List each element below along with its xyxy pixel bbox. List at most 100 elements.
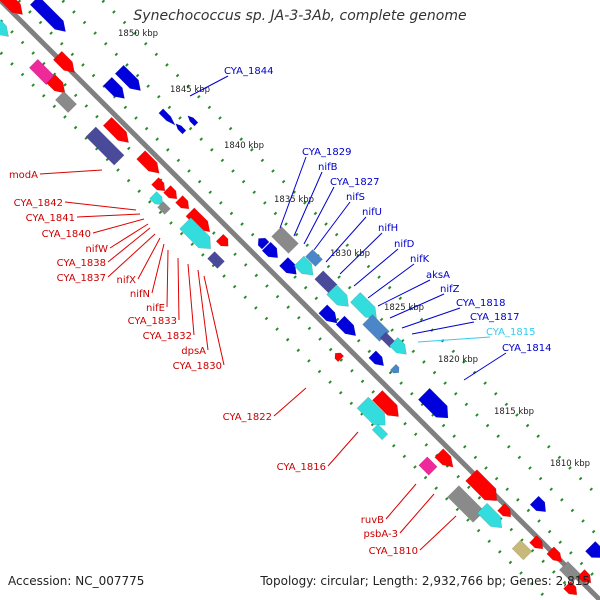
leader-line-nifh	[339, 232, 383, 275]
leader-line-cya-1815	[417, 336, 491, 343]
gene-feature-32	[335, 315, 357, 337]
leader-line-aksa	[377, 279, 431, 307]
gene-feature-22	[207, 251, 225, 269]
leader-line-cya-1838	[107, 227, 151, 263]
gene-feature-43	[371, 423, 389, 441]
kbp-tick-label-1830-kbp: 1830 kbp	[330, 249, 370, 259]
gene-label-dpsa: dpsA	[181, 346, 206, 357]
gene-feature-34	[362, 314, 390, 342]
leader-line-nifu	[325, 216, 367, 263]
gene-label-psba-3: psbA-3	[364, 529, 399, 540]
gene-feature-20	[179, 217, 212, 250]
gene-feature-15	[163, 185, 178, 200]
gene-feature-48	[476, 502, 503, 529]
gene-feature-41	[356, 396, 386, 426]
gene-feature-29	[314, 270, 338, 294]
leader-line-cya-1817	[411, 321, 475, 335]
gene-label-cya-1842: CYA_1842	[14, 198, 63, 209]
gene-feature-36	[388, 336, 407, 355]
gene-label-cya-1814: CYA_1814	[502, 343, 551, 354]
gene-label-nifn: nifN	[130, 289, 150, 300]
gene-label-cya-1822: CYA_1822	[223, 412, 272, 423]
leader-line-psba-3	[399, 493, 435, 534]
gene-feature-31	[318, 304, 338, 324]
kbp-tick-label-1850-kbp: 1850 kbp	[118, 29, 158, 39]
gene-feature-17	[149, 191, 164, 206]
gene-feature-25	[261, 241, 279, 259]
track-guide-line	[15, 0, 600, 585]
gene-label-cya-1829: CYA_1829	[302, 147, 351, 158]
gene-feature-1	[29, 0, 66, 32]
gene-feature-30	[326, 284, 349, 307]
gene-label-nifz: nifZ	[440, 284, 460, 295]
leader-line-cya-1814	[463, 352, 507, 381]
gene-label-cya-1837: CYA_1837	[57, 273, 106, 284]
gene-label-cya-1816: CYA_1816	[277, 462, 326, 473]
gene-label-ruvb: ruvB	[361, 515, 384, 526]
gene-label-cya-1830: CYA_1830	[173, 361, 222, 372]
leader-line-nifx	[137, 237, 161, 280]
gene-label-nifx: nifX	[117, 275, 137, 286]
gene-feature-13	[136, 150, 160, 174]
leader-line-nifz	[389, 293, 445, 319]
leader-line-cya-1830	[203, 275, 225, 366]
leader-line-cya-1818	[401, 307, 461, 329]
kbp-tick-label-1835-kbp: 1835 kbp	[274, 195, 314, 205]
gene-label-cya-1817: CYA_1817	[470, 312, 519, 323]
gene-label-cya-1818: CYA_1818	[456, 298, 505, 309]
gene-feature-38	[389, 363, 400, 374]
gene-feature-55	[577, 569, 592, 584]
gene-feature-11	[85, 126, 125, 166]
leader-line-nifw	[109, 223, 149, 249]
gene-feature-5	[52, 50, 75, 73]
leader-line-cya-1840	[92, 218, 145, 234]
leader-line-cya-1832	[187, 263, 195, 336]
leader-line-cya-1827	[303, 186, 335, 245]
leader-line-nifd	[353, 248, 399, 287]
gene-feature-12	[102, 116, 129, 143]
leader-line-cya-1842	[64, 201, 137, 211]
gene-feature-40	[371, 389, 399, 417]
gene-feature-49	[497, 503, 512, 518]
gene-feature-50	[529, 495, 547, 513]
leader-line-cya-1841	[76, 213, 141, 218]
kbp-tick-label-1845-kbp: 1845 kbp	[170, 85, 210, 95]
gene-label-nife: nifE	[146, 303, 165, 314]
gene-label-cya-1832: CYA_1832	[143, 331, 192, 342]
gene-feature-9	[102, 76, 125, 99]
gene-label-cya-1838: CYA_1838	[57, 258, 106, 269]
leader-line-cya-1822	[273, 387, 307, 417]
gene-feature-21	[215, 233, 229, 247]
leader-line-dpsa	[197, 269, 209, 351]
accession-text: Accession: NC_007775	[8, 574, 145, 588]
gene-label-nifh: nifH	[378, 223, 398, 234]
gene-feature-7	[54, 90, 78, 114]
gene-label-cya-1844: CYA_1844	[224, 66, 273, 77]
gene-label-nifs: nifS	[346, 192, 365, 203]
leader-line-nifk	[367, 263, 415, 299]
kbp-tick-label-1815-kbp: 1815 kbp	[494, 407, 534, 417]
gene-label-moda: modA	[9, 170, 38, 181]
gene-feature-24	[257, 237, 270, 250]
kbp-tick-label-1840-kbp: 1840 kbp	[224, 141, 264, 151]
gene-feature-46	[465, 469, 498, 502]
gene-feature-23	[271, 226, 299, 254]
kbp-tick-label-1825-kbp: 1825 kbp	[384, 303, 424, 313]
gene-feature-26	[278, 256, 297, 275]
gene-label-cya-1840: CYA_1840	[42, 229, 91, 240]
gene-feature-58	[187, 115, 199, 127]
leader-line-cya-1833	[177, 257, 180, 321]
gene-feature-3	[0, 0, 23, 15]
gene-feature-33	[349, 291, 377, 319]
leader-line-moda	[39, 169, 103, 175]
leader-line-nifn	[151, 243, 165, 294]
leader-line-cya-1844	[189, 75, 229, 97]
topology-text: Topology: circular; Length: 2,932,766 bp…	[260, 574, 590, 588]
gene-feature-2	[0, 19, 9, 37]
gene-label-nifd: nifD	[394, 239, 415, 250]
leader-line-nifb	[293, 171, 323, 237]
gene-feature-39	[334, 352, 345, 363]
gene-feature-57	[563, 581, 578, 596]
leader-line-nife	[166, 249, 169, 308]
